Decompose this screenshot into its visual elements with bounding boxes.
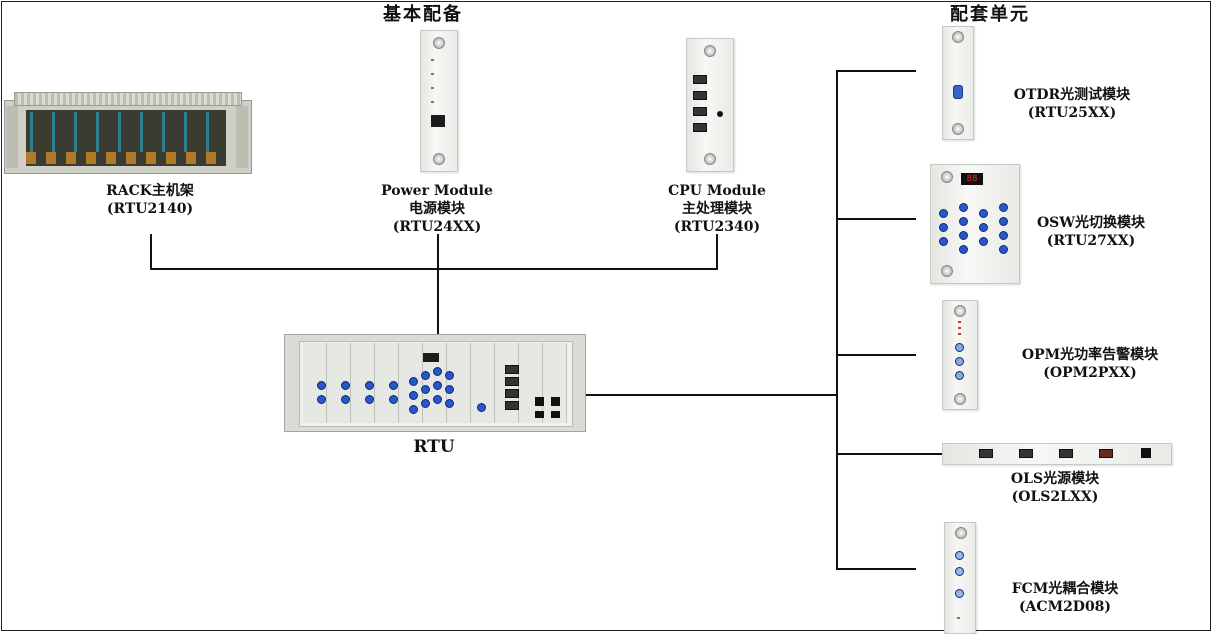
fcm-module-image [944,522,976,634]
power-module-name-en: Power Module [381,183,493,199]
ols-module-image [942,443,1172,465]
opm-label: OPM光功率告警模块 (OPM2PXX) [990,346,1190,382]
cpu-module-name-en: CPU Module [668,183,766,199]
ols-model: (OLS2LXX) [1011,489,1099,505]
optional-bus-line [836,70,838,570]
osw-module-image: 88 [930,164,1020,284]
cpu-module-model: (RTU2340) [673,219,761,235]
cpu-module-label: CPU Module 主处理模块 (RTU2340) [632,182,802,236]
rtu-to-optional-line [582,394,838,396]
osw-label: OSW光切换模块 (RTU27XX) [1016,214,1166,250]
power-module-model: (RTU24XX) [392,219,482,235]
cpu-module-name-cn: 主处理模块 [682,201,752,217]
osw-model: (RTU27XX) [1046,233,1136,249]
optional-units-header: 配套单元 [950,4,1030,25]
rtu-label: RTU [413,437,455,457]
power-module-image [420,30,458,172]
ols-label: OLS光源模块 (OLS2LXX) [955,470,1155,506]
rack-connector [150,234,152,270]
opm-name: OPM光功率告警模块 [1021,347,1159,363]
osw-name: OSW光切换模块 [1036,215,1146,231]
power-to-rtu-connector [437,234,439,336]
opm-module-image [942,300,978,410]
ols-name: OLS光源模块 [1010,471,1100,487]
otdr-branch [836,70,916,72]
opm-branch [836,354,916,356]
power-module-name-cn: 电源模块 [409,201,465,217]
otdr-module-image [942,26,974,140]
osw-branch [836,218,916,220]
rack-model: (RTU2140) [106,201,194,217]
rack-name: RACK主机架 [106,183,194,199]
otdr-label: OTDR光测试模块 (RTU25XX) [972,86,1172,122]
fcm-branch [836,568,916,570]
power-module-label: Power Module 电源模块 (RTU24XX) [352,182,522,236]
fcm-label: FCM光耦合模块 (ACM2D08) [985,580,1145,616]
ols-branch [836,453,942,455]
cpu-module-image [686,38,734,172]
rack-label: RACK主机架 (RTU2140) [40,182,260,218]
basic-config-header: 基本配备 [383,4,463,25]
fcm-name: FCM光耦合模块 [1011,581,1119,597]
opm-model: (OPM2PXX) [1043,365,1137,381]
fcm-model: (ACM2D08) [1018,599,1112,615]
basic-bus-line [150,268,718,270]
rack-chassis-image [4,92,252,174]
otdr-model: (RTU25XX) [1027,105,1117,121]
rtu-unit-image [284,334,586,432]
cpu-connector [716,234,718,270]
otdr-name: OTDR光测试模块 [1013,87,1131,103]
